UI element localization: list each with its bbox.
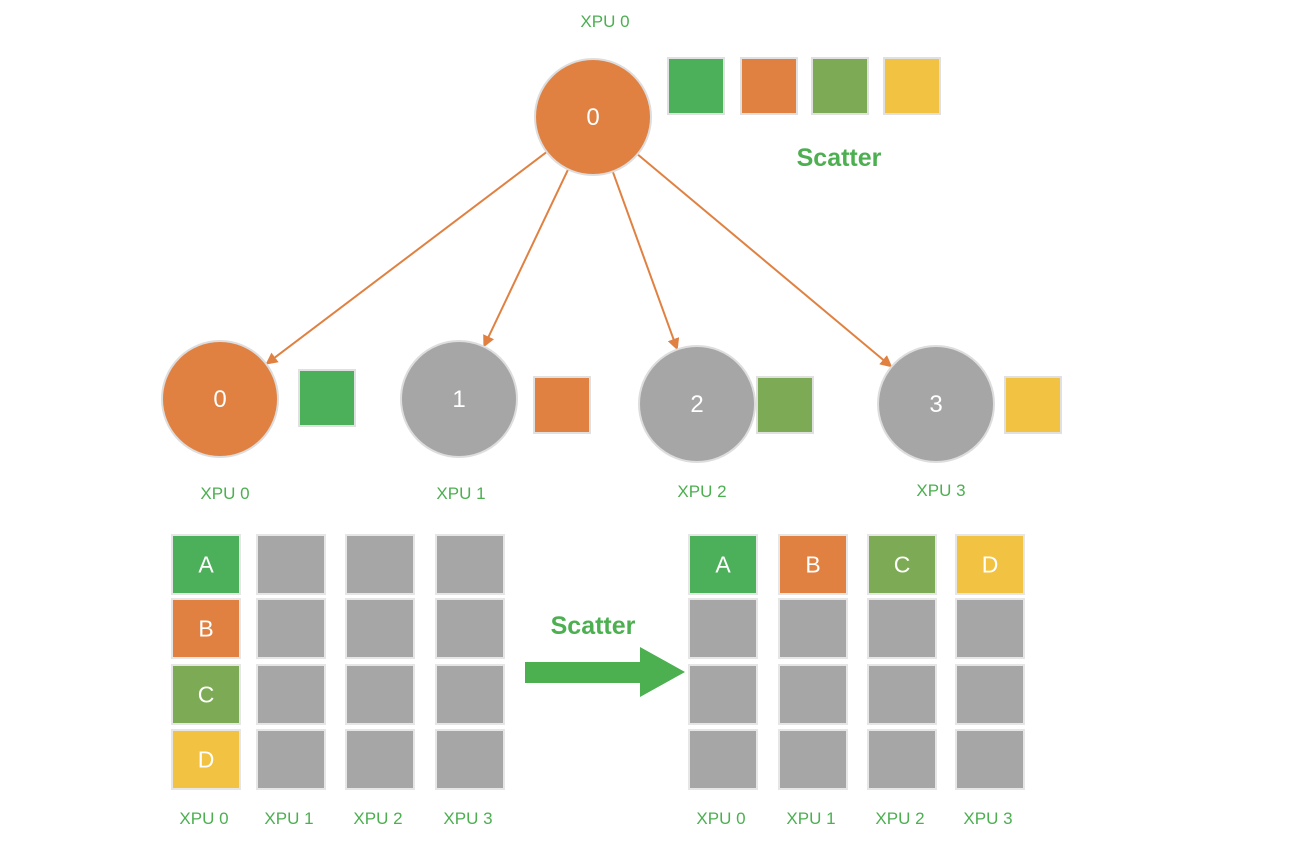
before-grid-cell [435, 534, 505, 595]
before-grid-cell-label: C [198, 682, 215, 708]
scatter-label-top: Scatter [797, 144, 882, 172]
before-grid-cell [345, 598, 415, 659]
after-grid: A XPU 0 B XPU 1 C XPU 2 D XPU 3 [688, 534, 1025, 828]
before-grid-cell [435, 729, 505, 790]
child-node-rank: 0 [213, 386, 226, 413]
after-grid-cell-label: B [805, 552, 820, 578]
before-grid-cell-label: B [198, 616, 213, 642]
before-grid-column-1: XPU 1 [256, 534, 326, 828]
scatter-label-middle: Scatter [551, 612, 636, 640]
root-chunk [883, 57, 941, 115]
before-grid-cell [256, 598, 326, 659]
before-grid-cell-label: A [198, 552, 214, 578]
root-chunk [740, 57, 798, 115]
after-grid-column-2: C XPU 2 [867, 534, 937, 828]
child-node-circle [638, 345, 756, 463]
after-grid-cell [867, 729, 937, 790]
before-grid-cell [435, 664, 505, 725]
before-grid-column-label: XPU 0 [179, 809, 228, 828]
root-node: 0 [534, 58, 652, 176]
before-grid-cell [345, 729, 415, 790]
after-grid-cell [955, 534, 1025, 595]
child-xpu-label: XPU 1 [436, 484, 485, 503]
child-chunk [756, 376, 814, 434]
after-grid-cell [955, 729, 1025, 790]
after-grid-column-0: A XPU 0 [688, 534, 758, 828]
after-grid-cell [688, 598, 758, 659]
after-grid-cell-label: D [982, 552, 999, 578]
child-node-rank: 2 [690, 391, 703, 418]
after-grid-cell [778, 534, 848, 595]
before-grid: A B C D XPU 0 XPU 1 XPU 2 XPU 3 [171, 534, 505, 828]
after-grid-cell [778, 598, 848, 659]
child-xpu-label: XPU 2 [677, 482, 726, 501]
before-grid-cell [256, 534, 326, 595]
before-grid-cell [171, 534, 241, 595]
before-grid-cell-label: D [198, 747, 215, 773]
after-grid-cell [955, 598, 1025, 659]
child-node-circle [400, 340, 518, 458]
after-grid-cell [955, 664, 1025, 725]
after-grid-column-label: XPU 2 [875, 809, 924, 828]
transition-arrow: Scatter [525, 612, 685, 697]
before-grid-cell [171, 598, 241, 659]
after-grid-column-1: B XPU 1 [778, 534, 848, 828]
after-grid-cell [688, 664, 758, 725]
before-grid-cell [256, 664, 326, 725]
before-grid-cell [171, 729, 241, 790]
before-grid-column-label: XPU 3 [443, 809, 492, 828]
child-node-circle [161, 340, 279, 458]
root-chunk [811, 57, 869, 115]
after-grid-cell [867, 598, 937, 659]
after-grid-cell [778, 729, 848, 790]
scatter-arrows [265, 151, 893, 368]
scatter-arrow [636, 153, 893, 368]
child-node-rank: 3 [929, 391, 942, 418]
after-grid-cell [867, 664, 937, 725]
before-grid-cell [171, 664, 241, 725]
scatter-arrow [483, 168, 570, 348]
child-chunk [533, 376, 591, 434]
after-grid-cell-label: C [894, 552, 911, 578]
after-grid-cell [867, 534, 937, 595]
after-grid-column-label: XPU 0 [696, 809, 745, 828]
after-grid-cell [688, 729, 758, 790]
child-xpu-label: XPU 0 [200, 484, 249, 503]
before-grid-cell [256, 729, 326, 790]
after-grid-column-label: XPU 3 [963, 809, 1012, 828]
before-grid-cell [345, 534, 415, 595]
after-grid-column-3: D XPU 3 [955, 534, 1025, 828]
after-grid-column-label: XPU 1 [786, 809, 835, 828]
before-grid-cell [345, 664, 415, 725]
after-grid-cell-label: A [715, 552, 731, 578]
scatter-arrow [611, 171, 680, 351]
child-xpu-label: XPU 3 [916, 481, 965, 500]
child-node-circle [877, 345, 995, 463]
child-chunk [298, 369, 356, 427]
before-grid-column-3: XPU 3 [435, 534, 505, 828]
root-node-rank: 0 [586, 104, 599, 131]
scatter-arrow [265, 151, 548, 365]
after-grid-cell [688, 534, 758, 595]
before-grid-column-2: XPU 2 [345, 534, 415, 828]
before-grid-column-label: XPU 1 [264, 809, 313, 828]
before-grid-column-0: A B C D XPU 0 [171, 534, 241, 828]
root-chunk [667, 57, 725, 115]
before-grid-cell [435, 598, 505, 659]
root-xpu-label: XPU 0 [580, 12, 629, 31]
child-chunk [1004, 376, 1062, 434]
after-grid-cell [778, 664, 848, 725]
before-grid-column-label: XPU 2 [353, 809, 402, 828]
child-node-rank: 1 [452, 386, 465, 413]
root-chunks [667, 57, 941, 115]
